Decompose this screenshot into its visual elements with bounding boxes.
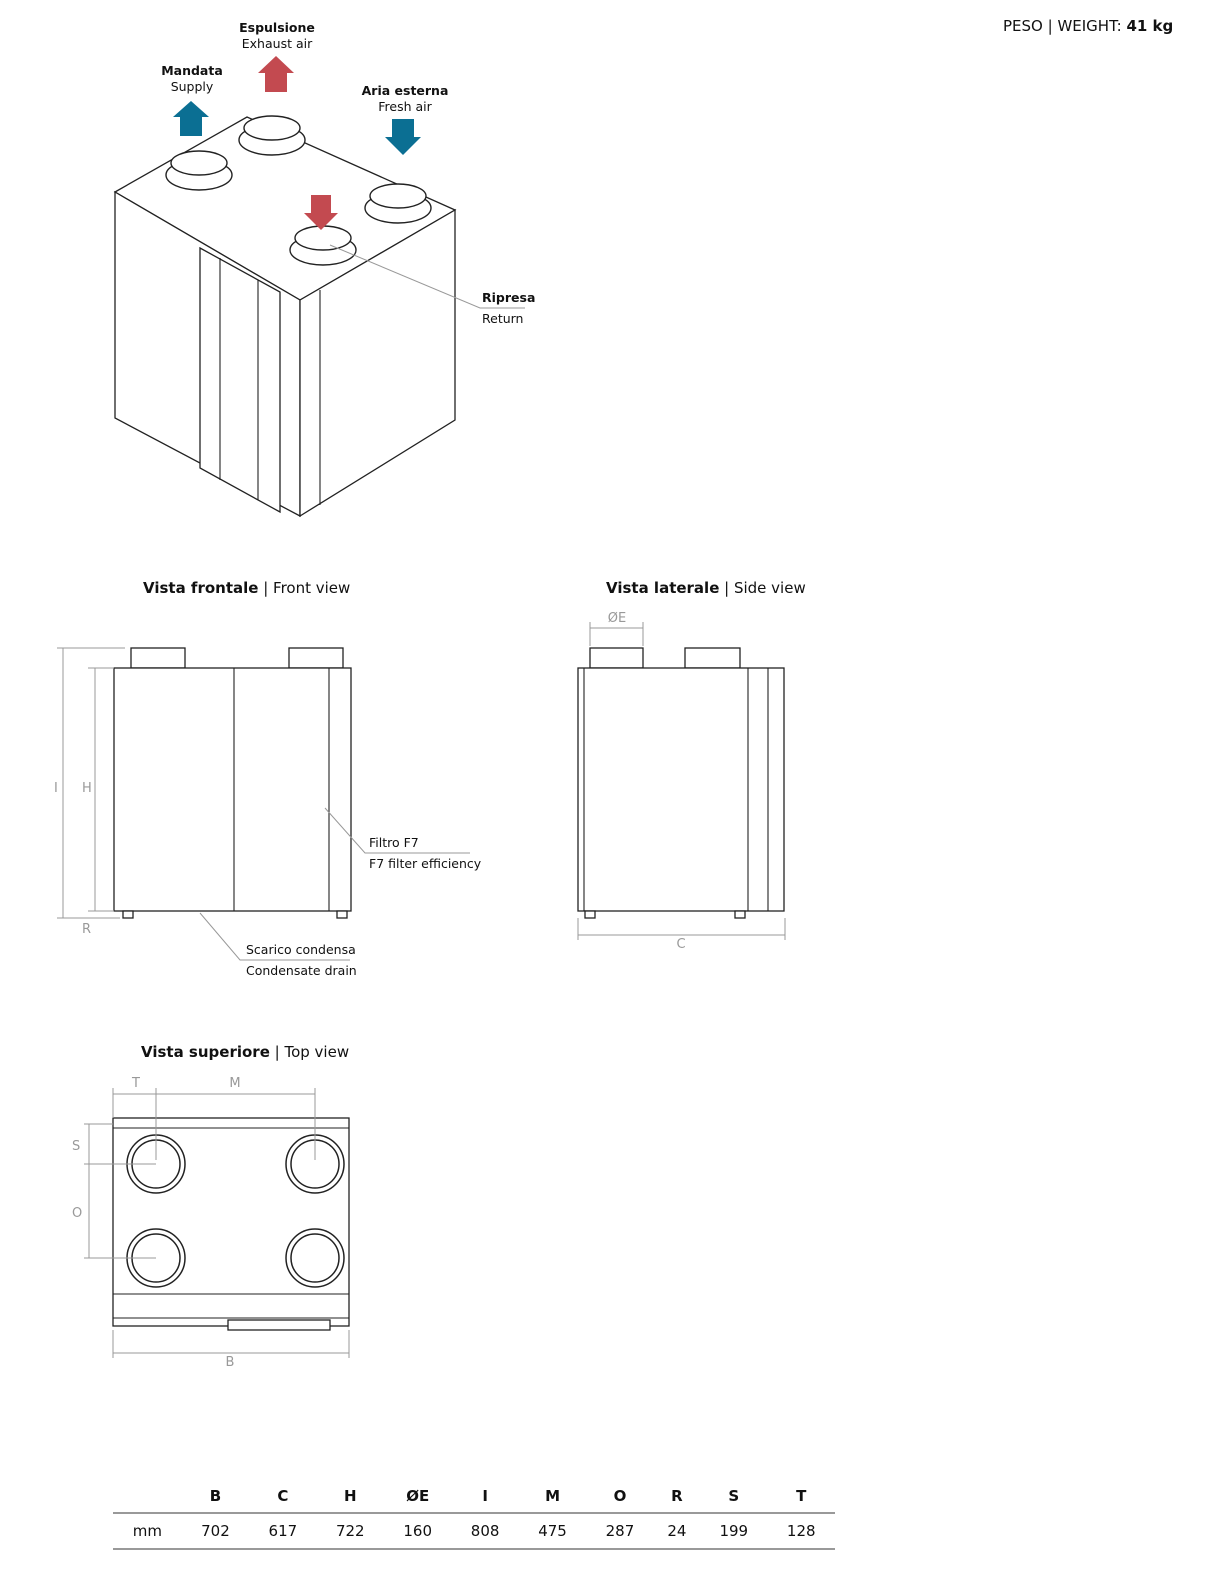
isometric-unit-drawing	[113, 115, 525, 518]
front-view-drawing	[57, 647, 470, 961]
table-cell: 617	[249, 1513, 317, 1550]
weight-label: PESO | WEIGHT: 41 kg	[1003, 18, 1173, 34]
dimensions-table: B C H ØE I M O R S T mm 702 617 722 160 …	[113, 1480, 835, 1550]
weight-caption: PESO | WEIGHT:	[1003, 17, 1122, 35]
front-view-title: Vista frontale | Front view	[143, 580, 350, 596]
exhaust-label-it: Espulsione	[239, 20, 315, 35]
side-view-title-en: | Side view	[719, 579, 806, 597]
dim-C: C	[676, 937, 686, 952]
return-label-en: Return	[482, 311, 524, 326]
table-header-row: B C H ØE I M O R S T	[113, 1480, 835, 1514]
weight-value: 41 kg	[1126, 17, 1174, 35]
dim-T: T	[132, 1076, 140, 1091]
dim-M: M	[229, 1076, 241, 1091]
fresh-air-label-it: Aria esterna	[361, 83, 449, 98]
table-cell: 160	[383, 1513, 452, 1550]
top-view-title-it: Vista superiore	[141, 1043, 270, 1061]
fresh-air-arrow-icon	[385, 119, 421, 155]
table-cell: 475	[518, 1513, 587, 1550]
table-row: mm 702 617 722 160 808 475 287 24 199 12…	[113, 1513, 835, 1550]
table-header: C	[249, 1480, 317, 1514]
side-view-title-it: Vista laterale	[606, 579, 720, 597]
table-header: H	[316, 1480, 384, 1514]
dim-B: B	[225, 1355, 235, 1370]
table-header: T	[767, 1480, 835, 1514]
table-header	[113, 1480, 182, 1514]
exhaust-arrow-icon	[258, 56, 294, 92]
drain-label-en: Condensate drain	[246, 963, 357, 978]
supply-label-en: Supply	[170, 79, 214, 94]
dim-I: I	[54, 781, 58, 796]
supply-label-it: Mandata	[161, 63, 223, 78]
table-header: B	[181, 1480, 250, 1514]
dim-O: O	[72, 1206, 83, 1221]
return-label-it: Ripresa	[482, 290, 536, 305]
table-cell: 808	[451, 1513, 519, 1550]
front-view-title-en: | Front view	[258, 579, 351, 597]
dim-E: ØE	[607, 611, 627, 626]
dim-S: S	[72, 1139, 81, 1154]
drain-label-it: Scarico condensa	[246, 942, 356, 957]
table-header: R	[653, 1480, 701, 1514]
filter-label-it: Filtro F7	[369, 835, 419, 850]
table-cell: 24	[653, 1513, 701, 1550]
table-header: I	[451, 1480, 519, 1514]
top-view-title: Vista superiore | Top view	[141, 1044, 349, 1060]
side-view-title: Vista laterale | Side view	[606, 580, 806, 596]
top-view-title-en: | Top view	[269, 1043, 350, 1061]
table-header: S	[700, 1480, 768, 1514]
top-view-drawing	[84, 1088, 350, 1358]
table-cell: 702	[181, 1513, 250, 1550]
front-view-title-it: Vista frontale	[143, 579, 259, 597]
airflow-arrows	[173, 56, 421, 230]
side-view-drawing	[577, 622, 786, 940]
table-cell: 722	[316, 1513, 384, 1550]
table-header: M	[518, 1480, 587, 1514]
dim-H: H	[82, 781, 92, 796]
table-cell: 128	[767, 1513, 835, 1550]
exhaust-label-en: Exhaust air	[241, 36, 313, 51]
table-header: O	[586, 1480, 654, 1514]
filter-label-en: F7 filter efficiency	[369, 856, 482, 871]
table-cell: 287	[586, 1513, 654, 1550]
return-arrow-icon	[304, 195, 338, 230]
table-cell: 199	[700, 1513, 768, 1550]
dim-R: R	[82, 922, 92, 937]
fresh-air-label-en: Fresh air	[378, 99, 432, 114]
table-header: ØE	[383, 1480, 452, 1514]
table-cell: mm	[113, 1513, 182, 1550]
supply-arrow-icon	[173, 101, 209, 136]
